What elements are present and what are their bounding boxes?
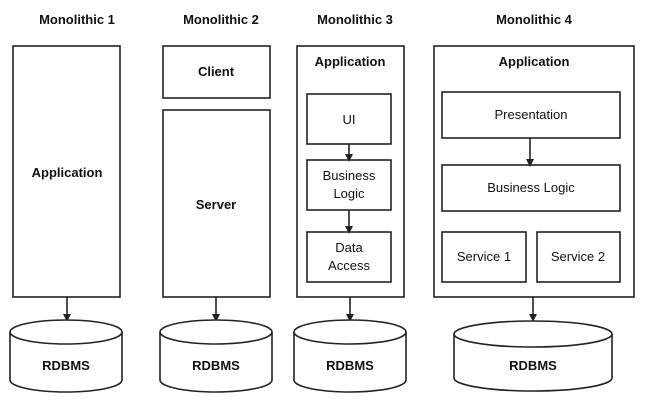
column-title: Monolithic 1 [39, 12, 115, 27]
column-title: Monolithic 4 [496, 12, 573, 27]
rdbms-label: RDBMS [326, 358, 374, 373]
service-1-box [441, 231, 527, 283]
rdbms-cylinder [159, 319, 273, 393]
client-box [162, 45, 271, 99]
ui-label: UI [343, 112, 356, 127]
application-label: Application [32, 165, 103, 180]
service-2-label: Service 2 [551, 249, 605, 264]
rdbms-label: RDBMS [42, 358, 90, 373]
column-title: Monolithic 2 [183, 12, 259, 27]
rdbms-cylinder [9, 319, 123, 393]
service-1-label: Service 1 [457, 249, 511, 264]
rdbms-cylinder [293, 319, 407, 393]
application-container-label: Application [499, 54, 570, 69]
rdbms-label: RDBMS [509, 358, 557, 373]
presentation-label: Presentation [495, 107, 568, 122]
application-container [433, 45, 635, 298]
business-logic-label: Business Logic [487, 180, 575, 195]
service-2-box [536, 231, 621, 283]
rdbms-label: RDBMS [192, 358, 240, 373]
server-label: Server [196, 197, 236, 212]
presentation-box [441, 91, 621, 139]
client-label: Client [198, 64, 235, 79]
rdbms-cylinder [453, 320, 613, 392]
column-title: Monolithic 3 [317, 12, 393, 27]
application-container-label: Application [315, 54, 386, 69]
